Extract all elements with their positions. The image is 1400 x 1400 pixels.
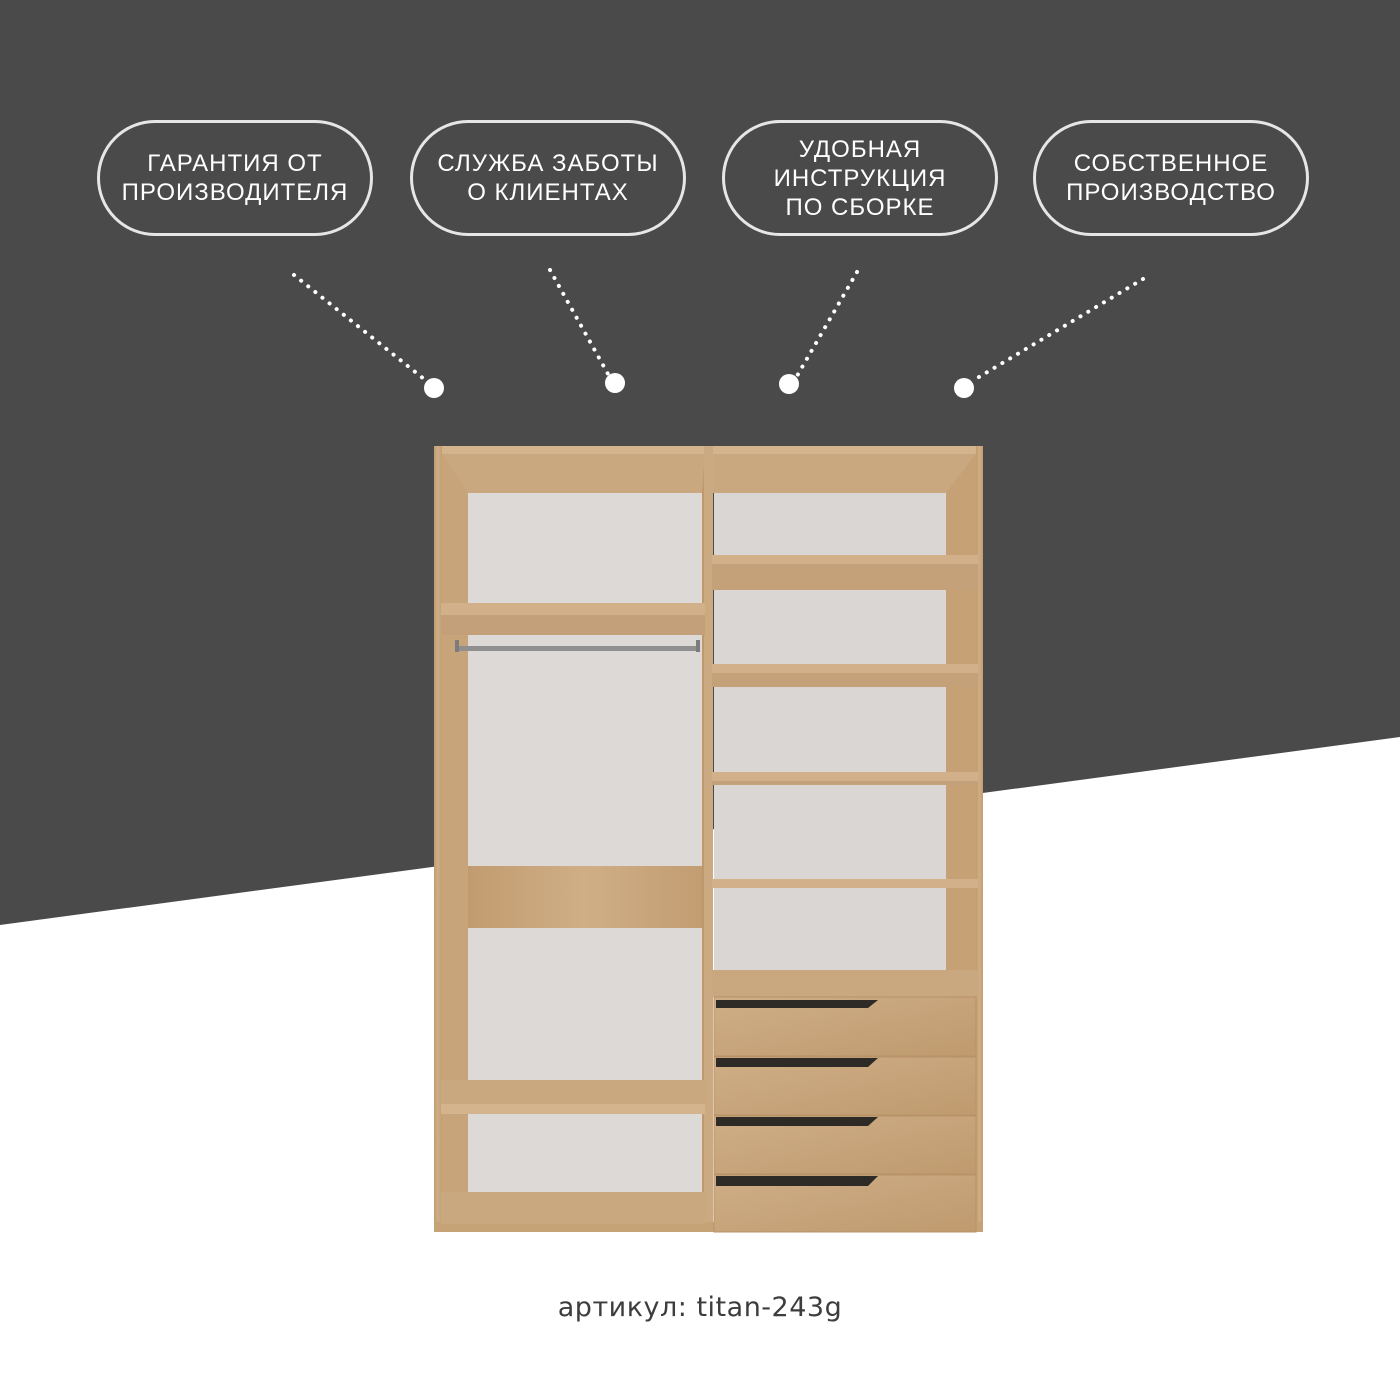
bottom-plinth (434, 1222, 983, 1232)
feature-badge-line: СОБСТВЕННОЕ (1073, 150, 1269, 177)
article-number: артикул: titan-243g (0, 1292, 1400, 1323)
connector-line-3 (795, 270, 859, 378)
connector-dot-3 (779, 374, 799, 394)
drawers (713, 996, 977, 1233)
connector-dot-2 (605, 373, 625, 393)
connector-line-1 (292, 273, 426, 381)
feature-badge-warranty: ГАРАНТИЯ ОТ ПРОИЗВОДИТЕЛЯ (97, 120, 373, 236)
feature-badge-own-production: СОБСТВЕННОЕ ПРОИЗВОДСТВО (1033, 120, 1309, 236)
right-side (976, 446, 983, 1232)
center-divider (704, 446, 713, 1232)
article-label: артикул: (557, 1292, 688, 1323)
feature-badge-customer-care: СЛУЖБА ЗАБОТЫ О КЛИЕНТАХ (410, 120, 686, 236)
feature-badge-line: О КЛИЕНТАХ (467, 179, 629, 206)
feature-badge-line: ПРОИЗВОДИТЕЛЯ (121, 179, 349, 206)
connector-endpoints (424, 373, 974, 398)
left-top-shelf (441, 603, 705, 615)
article-value: titan-243g (696, 1292, 843, 1323)
right-shelves (712, 555, 978, 997)
feature-badge-line: ПРОИЗВОДСТВО (1066, 179, 1276, 206)
feature-badge-line: СЛУЖБА ЗАБОТЫ (437, 150, 659, 177)
left-base-shelf (441, 1192, 705, 1224)
wardrobe-icon (434, 446, 983, 1233)
connector-line-4 (972, 277, 1145, 382)
feature-badge-line: ГАРАНТИЯ ОТ (147, 150, 323, 177)
hanging-rail (455, 646, 699, 651)
connector-dot-4 (954, 378, 974, 398)
connector-dot-1 (424, 378, 444, 398)
left-side (434, 446, 442, 1232)
connector-dots (292, 268, 1145, 382)
feature-badge-assembly-instructions: УДОБНАЯ ИНСТРУКЦИЯ ПО СБОРКЕ (722, 120, 998, 236)
connector-line-2 (548, 268, 610, 376)
left-mid-panel (468, 866, 702, 928)
feature-badge-line: ПО СБОРКЕ (785, 193, 935, 221)
feature-badge-line: УДОБНАЯ (798, 135, 922, 163)
feature-badge-line: ИНСТРУКЦИЯ (773, 164, 947, 192)
